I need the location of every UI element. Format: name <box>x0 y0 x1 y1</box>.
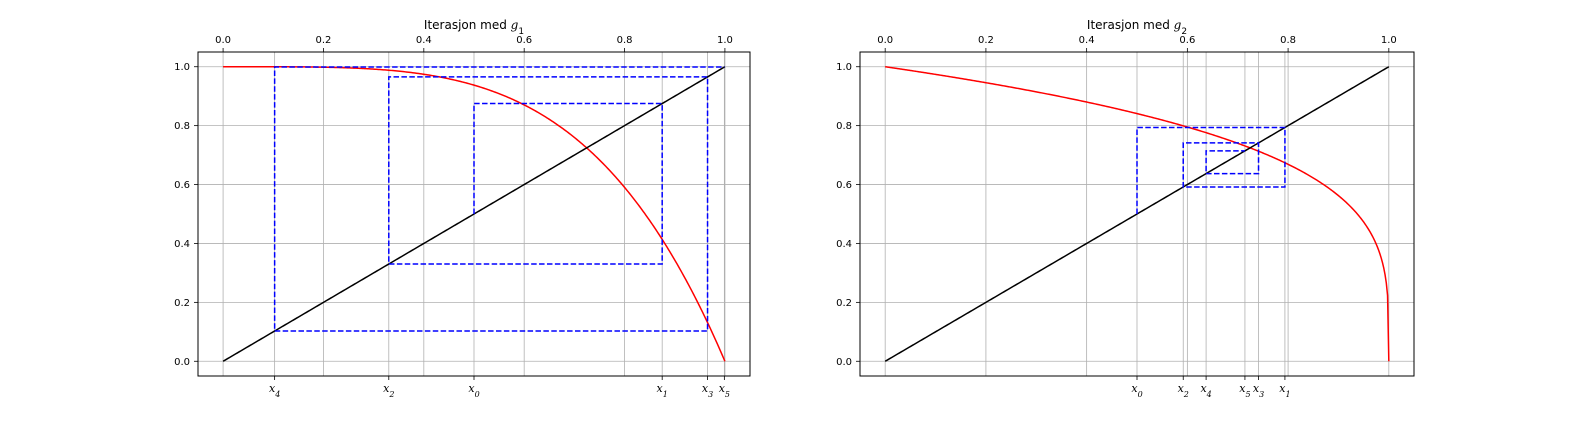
bottom-tick-label: x2 <box>383 382 394 399</box>
top-tick-label: 0.2 <box>978 35 994 46</box>
bottom-tick-label: x3 <box>1253 382 1264 399</box>
bottom-tick-label: x3 <box>702 382 713 399</box>
chart-panel-g2: 0.0 0.2 0.4 0.6 0.8 1.0 0.0 0.2 0.4 0.6 0.8 1.0 x0 x2… <box>836 18 1415 399</box>
top-tick-label: 0.6 <box>516 35 532 46</box>
top-tick-label: 0.8 <box>617 35 633 46</box>
y-tick-label: 0.4 <box>174 239 190 250</box>
top-tick-label: 0.8 <box>1280 35 1296 46</box>
y-tick-label: 0.2 <box>836 298 852 309</box>
y-tick-label: 0.8 <box>174 121 190 132</box>
y-tick-label: 1.0 <box>836 62 852 73</box>
y-tick-label: 1.0 <box>174 62 190 73</box>
top-tick-label: 0.2 <box>316 35 332 46</box>
bottom-tick-label: x5 <box>719 382 730 399</box>
top-tick-label: 1.0 <box>717 35 733 46</box>
top-tick-label: 1.0 <box>1381 35 1397 46</box>
top-tick-label: 0.0 <box>215 35 231 46</box>
top-tick-label: 0.4 <box>416 35 432 46</box>
y-tick-label: 0.6 <box>836 180 852 191</box>
chart-title: Iterasjon med g2 <box>1087 18 1187 37</box>
chart-title: Iterasjon med g1 <box>424 18 524 37</box>
bottom-tick-label: x5 <box>1239 382 1250 399</box>
bottom-tick-label: x0 <box>1131 382 1142 399</box>
top-tick-label: 0.4 <box>1079 35 1095 46</box>
function-curve <box>885 65 1390 362</box>
y-tick-label: 0.0 <box>836 357 852 368</box>
y-tick-label: 0.4 <box>836 239 852 250</box>
bottom-tick-label: x4 <box>1200 382 1211 399</box>
bottom-tick-label: x0 <box>468 382 479 399</box>
bottom-tick-label: x4 <box>269 382 280 399</box>
y-tick-label: 0.0 <box>174 357 190 368</box>
bottom-tick-label: x1 <box>657 382 668 399</box>
bottom-tick-label: x1 <box>1279 382 1290 399</box>
top-tick-label: 0.6 <box>1179 35 1195 46</box>
top-tick-label: 0.0 <box>877 35 893 46</box>
y-tick-label: 0.6 <box>174 180 190 191</box>
chart-panel-g1: 0.0 0.2 0.4 0.6 0.8 1.0 0.0 0.2 0.4 0.6 0.8 1.0 x4 x2… <box>174 18 751 399</box>
bottom-tick-label: x2 <box>1178 382 1189 399</box>
cobweb-path <box>1136 126 1286 214</box>
y-tick-label: 0.8 <box>836 121 852 132</box>
y-tick-label: 0.2 <box>174 298 190 309</box>
cobweb-path <box>273 66 725 332</box>
